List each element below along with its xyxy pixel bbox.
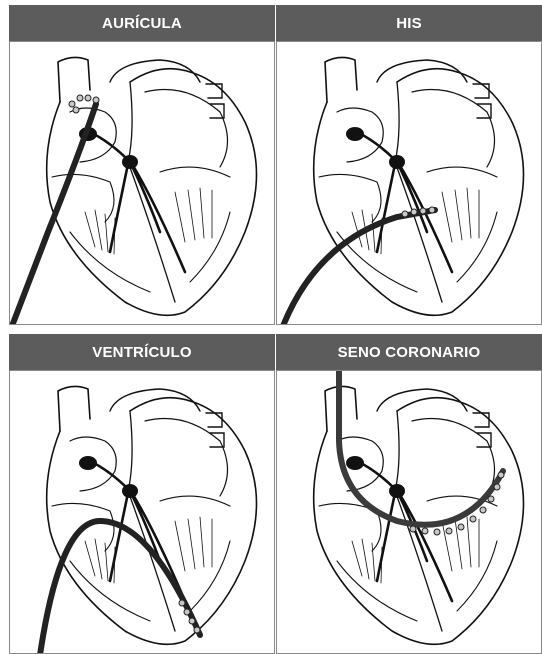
heart-outline: [175, 517, 212, 571]
heart-figure: [276, 41, 542, 325]
panel-auricula: AURÍCULA: [9, 5, 275, 325]
electrode: [93, 97, 99, 103]
heart-outline: [90, 132, 185, 272]
heart-outline: [206, 413, 224, 447]
heart-outline: [128, 82, 175, 302]
electrode: [420, 208, 426, 214]
heart-outline: [314, 398, 524, 645]
panel-seno-coronario: SENO CORONARIO: [276, 334, 542, 654]
heart-outline: [314, 69, 524, 316]
electrode: [458, 524, 464, 530]
catheter-line: [339, 371, 503, 525]
panel-title: AURÍCULA: [9, 5, 275, 41]
catheter-line: [12, 104, 96, 325]
electrode: [429, 207, 435, 213]
heart-outline: [160, 167, 230, 177]
electrode: [85, 95, 91, 101]
heart-outline: [395, 82, 442, 302]
atrioventricular-node: [389, 484, 405, 498]
electrode: [184, 609, 190, 615]
heart-outline: [442, 188, 479, 242]
electrode: [77, 95, 83, 101]
electrode: [194, 627, 200, 633]
electrode: [488, 496, 494, 502]
heart-outline: [412, 90, 495, 168]
heart-outline: [175, 188, 212, 242]
electrode: [434, 529, 440, 535]
electrode: [422, 528, 428, 534]
heart-outline: [128, 411, 175, 631]
electrode: [446, 528, 452, 534]
electrode: [179, 600, 185, 606]
heart-outline: [58, 57, 90, 102]
electrode: [494, 484, 500, 490]
catheter: [12, 95, 99, 325]
atrioventricular-node: [389, 155, 405, 169]
heart-figure: [276, 370, 542, 654]
electrode: [480, 507, 486, 513]
electrode: [498, 472, 504, 478]
sinoatrial-node: [346, 456, 364, 470]
heart-figure: [9, 41, 275, 325]
heart-figure: [9, 370, 275, 654]
atrioventricular-node: [122, 155, 138, 169]
atrioventricular-node: [122, 484, 138, 498]
heart-outline: [47, 69, 257, 316]
heart-outline: [427, 167, 497, 177]
sinoatrial-node: [346, 127, 364, 141]
catheter: [40, 521, 200, 654]
panel-his: HIS: [276, 5, 542, 325]
panel-title: SENO CORONARIO: [276, 334, 542, 370]
electrode: [470, 516, 476, 522]
panel-title: HIS: [276, 5, 542, 41]
electrode: [73, 107, 79, 113]
catheter-line: [283, 210, 435, 325]
electrode: [189, 618, 195, 624]
catheter: [283, 207, 435, 325]
electrode: [410, 526, 416, 532]
catheter: [339, 371, 504, 535]
heart-outline: [58, 386, 90, 431]
heart-outline: [325, 57, 357, 102]
electrode: [69, 101, 75, 107]
electrode: [402, 211, 408, 217]
catheter-line: [40, 521, 200, 654]
sinoatrial-node: [79, 456, 97, 470]
heart-outline: [206, 84, 224, 118]
heart-outline: [160, 496, 230, 506]
heart-drawing: [47, 386, 257, 644]
panel-title: VENTRÍCULO: [9, 334, 275, 370]
heart-outline: [357, 132, 452, 272]
panel-ventriculo: VENTRÍCULO: [9, 334, 275, 654]
heart-outline: [145, 90, 228, 168]
heart-outline: [145, 419, 228, 497]
heart-drawing: [314, 386, 524, 644]
heart-outline: [412, 419, 495, 497]
heart-outline: [47, 398, 257, 645]
electrode: [411, 209, 417, 215]
heart-drawing: [314, 57, 524, 315]
